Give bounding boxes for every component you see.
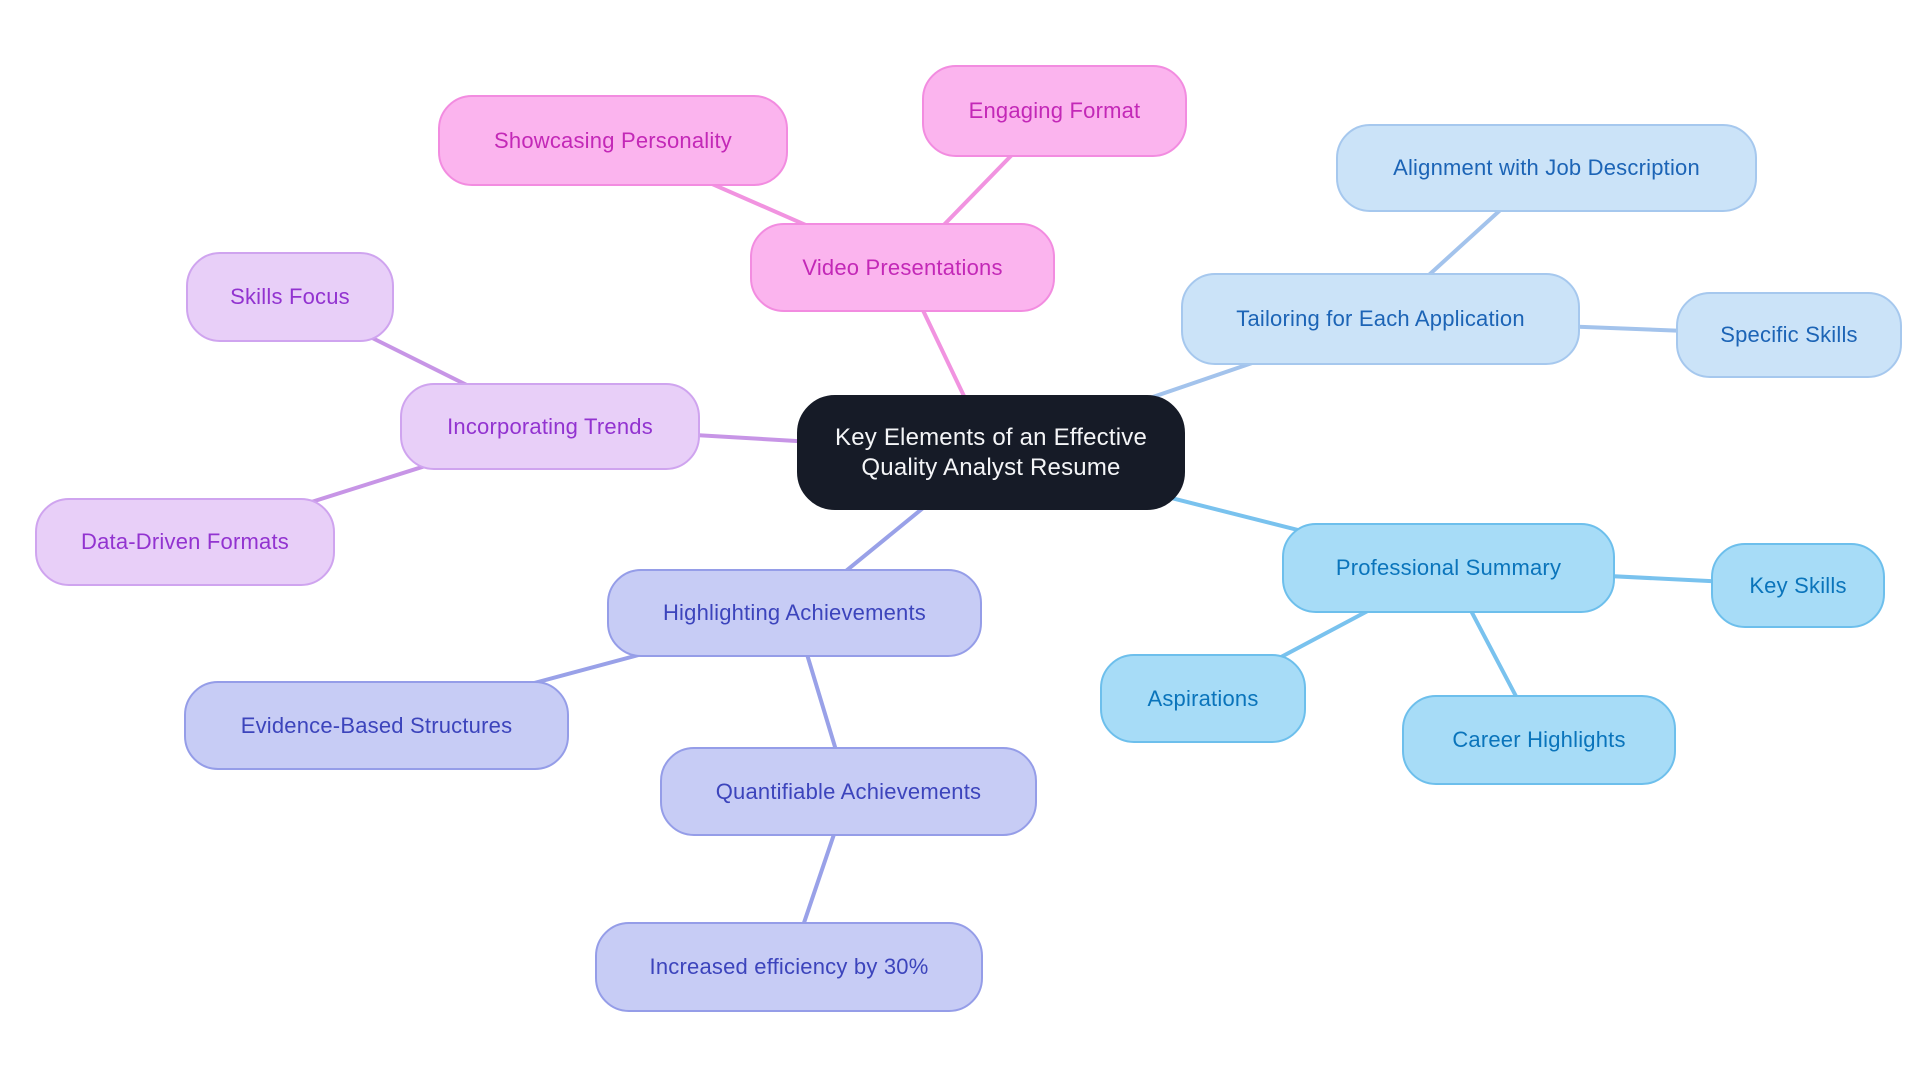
- node-efficiency[interactable]: Increased efficiency by 30%: [595, 922, 983, 1012]
- node-professional-label: Professional Summary: [1335, 555, 1562, 581]
- node-key-skills-label: Key Skills: [1749, 572, 1847, 598]
- node-engaging-label: Engaging Format: [968, 98, 1141, 124]
- node-central-label: Key Elements of an Effective Quality Ana…: [835, 423, 1147, 481]
- node-showcasing[interactable]: Showcasing Personality: [438, 95, 788, 186]
- node-skills-focus-label: Skills Focus: [230, 284, 350, 310]
- node-video-label: Video Presentations: [802, 254, 1003, 280]
- node-evidence[interactable]: Evidence-Based Structures: [184, 681, 569, 770]
- node-aspirations-label: Aspirations: [1147, 685, 1259, 711]
- node-tailoring[interactable]: Tailoring for Each Application: [1181, 273, 1580, 365]
- node-career-highlights[interactable]: Career Highlights: [1402, 695, 1676, 785]
- node-evidence-label: Evidence-Based Structures: [240, 712, 513, 738]
- node-data-driven[interactable]: Data-Driven Formats: [35, 498, 335, 586]
- node-highlighting-label: Highlighting Achievements: [662, 600, 927, 626]
- node-quantifiable-label: Quantifiable Achievements: [715, 778, 982, 804]
- node-data-driven-label: Data-Driven Formats: [81, 529, 289, 555]
- node-alignment-label: Alignment with Job Description: [1393, 155, 1700, 181]
- node-engaging[interactable]: Engaging Format: [922, 65, 1187, 157]
- node-alignment[interactable]: Alignment with Job Description: [1336, 124, 1757, 212]
- node-trends-label: Incorporating Trends: [447, 413, 653, 439]
- node-specific-skills-label: Specific Skills: [1720, 322, 1858, 348]
- node-professional[interactable]: Professional Summary: [1282, 523, 1615, 613]
- node-highlighting[interactable]: Highlighting Achievements: [607, 569, 982, 657]
- node-showcasing-label: Showcasing Personality: [494, 127, 732, 153]
- node-video[interactable]: Video Presentations: [750, 223, 1055, 312]
- node-tailoring-label: Tailoring for Each Application: [1236, 306, 1525, 332]
- node-skills-focus[interactable]: Skills Focus: [186, 252, 394, 342]
- node-key-skills[interactable]: Key Skills: [1711, 543, 1885, 628]
- node-efficiency-label: Increased efficiency by 30%: [649, 954, 929, 980]
- node-specific-skills[interactable]: Specific Skills: [1676, 292, 1902, 378]
- node-aspirations[interactable]: Aspirations: [1100, 654, 1306, 743]
- node-central[interactable]: Key Elements of an Effective Quality Ana…: [797, 395, 1185, 510]
- node-career-highlights-label: Career Highlights: [1452, 727, 1626, 753]
- node-trends[interactable]: Incorporating Trends: [400, 383, 700, 470]
- node-quantifiable[interactable]: Quantifiable Achievements: [660, 747, 1037, 836]
